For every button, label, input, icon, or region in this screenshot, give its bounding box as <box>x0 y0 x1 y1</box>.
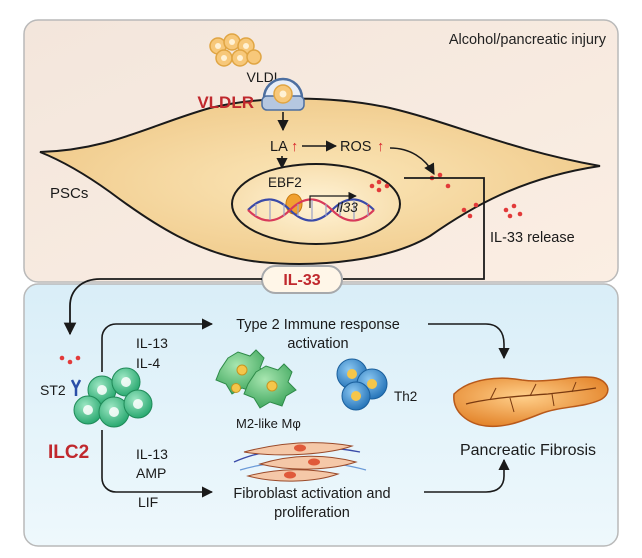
la-up-arrow: ↑ <box>291 139 298 155</box>
arrow-fibroblast-to-fibrosis <box>424 458 510 493</box>
la-label: LA <box>270 139 288 155</box>
context-label: Alcohol/pancreatic injury <box>449 32 607 48</box>
th2-label: Th2 <box>394 389 417 404</box>
st2-dots <box>59 355 81 365</box>
ros-up-arrow: ↑ <box>377 139 384 155</box>
il33-badge-label: IL-33 <box>283 272 320 289</box>
pancreas-icon <box>453 376 609 428</box>
th2-cell-cluster <box>336 358 388 411</box>
il33-release-path <box>343 177 485 280</box>
st2-label: ST2 <box>40 382 66 398</box>
il33-dots <box>369 172 523 219</box>
type2-response-line1: Type 2 Immune response <box>236 317 400 333</box>
il33-transcription-arrow <box>309 191 357 208</box>
upper-cytokine-2: IL-4 <box>136 355 160 371</box>
lower-cytokine-3: LIF <box>138 494 158 510</box>
ros-label: ROS <box>340 139 371 155</box>
fibroblast-line2: proliferation <box>274 505 350 521</box>
vldlr-receptor <box>261 77 305 111</box>
fibroblast-line1: Fibroblast activation and <box>233 486 390 502</box>
arrow-type2-to-fibrosis <box>428 323 510 360</box>
lower-cytokine-2: AMP <box>136 465 166 481</box>
ebf2-label: EBF2 <box>268 175 302 190</box>
arrow-badge-to-ilc2 <box>63 278 262 336</box>
nucleus <box>231 163 401 245</box>
fibroblast-cluster <box>233 442 367 482</box>
upper-cytokine-1: IL-13 <box>136 335 168 351</box>
m2-macrophage-cluster <box>215 349 297 409</box>
pancreatic-fibrosis-label: Pancreatic Fibrosis <box>460 442 596 459</box>
m2-macrophage-label: M2-like Mφ <box>236 416 301 431</box>
il33-up-arrow: ↑ <box>365 199 372 215</box>
type2-response-line2: activation <box>287 336 348 352</box>
st2-receptor-icon <box>70 379 82 396</box>
arrow-ros-to-release <box>389 147 435 175</box>
pscs-label: PSCs <box>50 185 88 202</box>
il33-gene-label: Il33 <box>336 200 358 215</box>
arrow-ilc2-to-type2 <box>101 318 214 372</box>
ilc2-label: ILC2 <box>48 442 89 463</box>
lower-cytokine-1: IL-13 <box>136 446 168 462</box>
vldl-particles <box>209 33 262 67</box>
arrow-ilc2-to-fibroblast <box>101 430 214 498</box>
vldlr-label: VLDLR <box>197 93 254 112</box>
ilc2-cell-cluster <box>73 367 153 428</box>
il33-release-label: IL-33 release <box>490 230 575 246</box>
